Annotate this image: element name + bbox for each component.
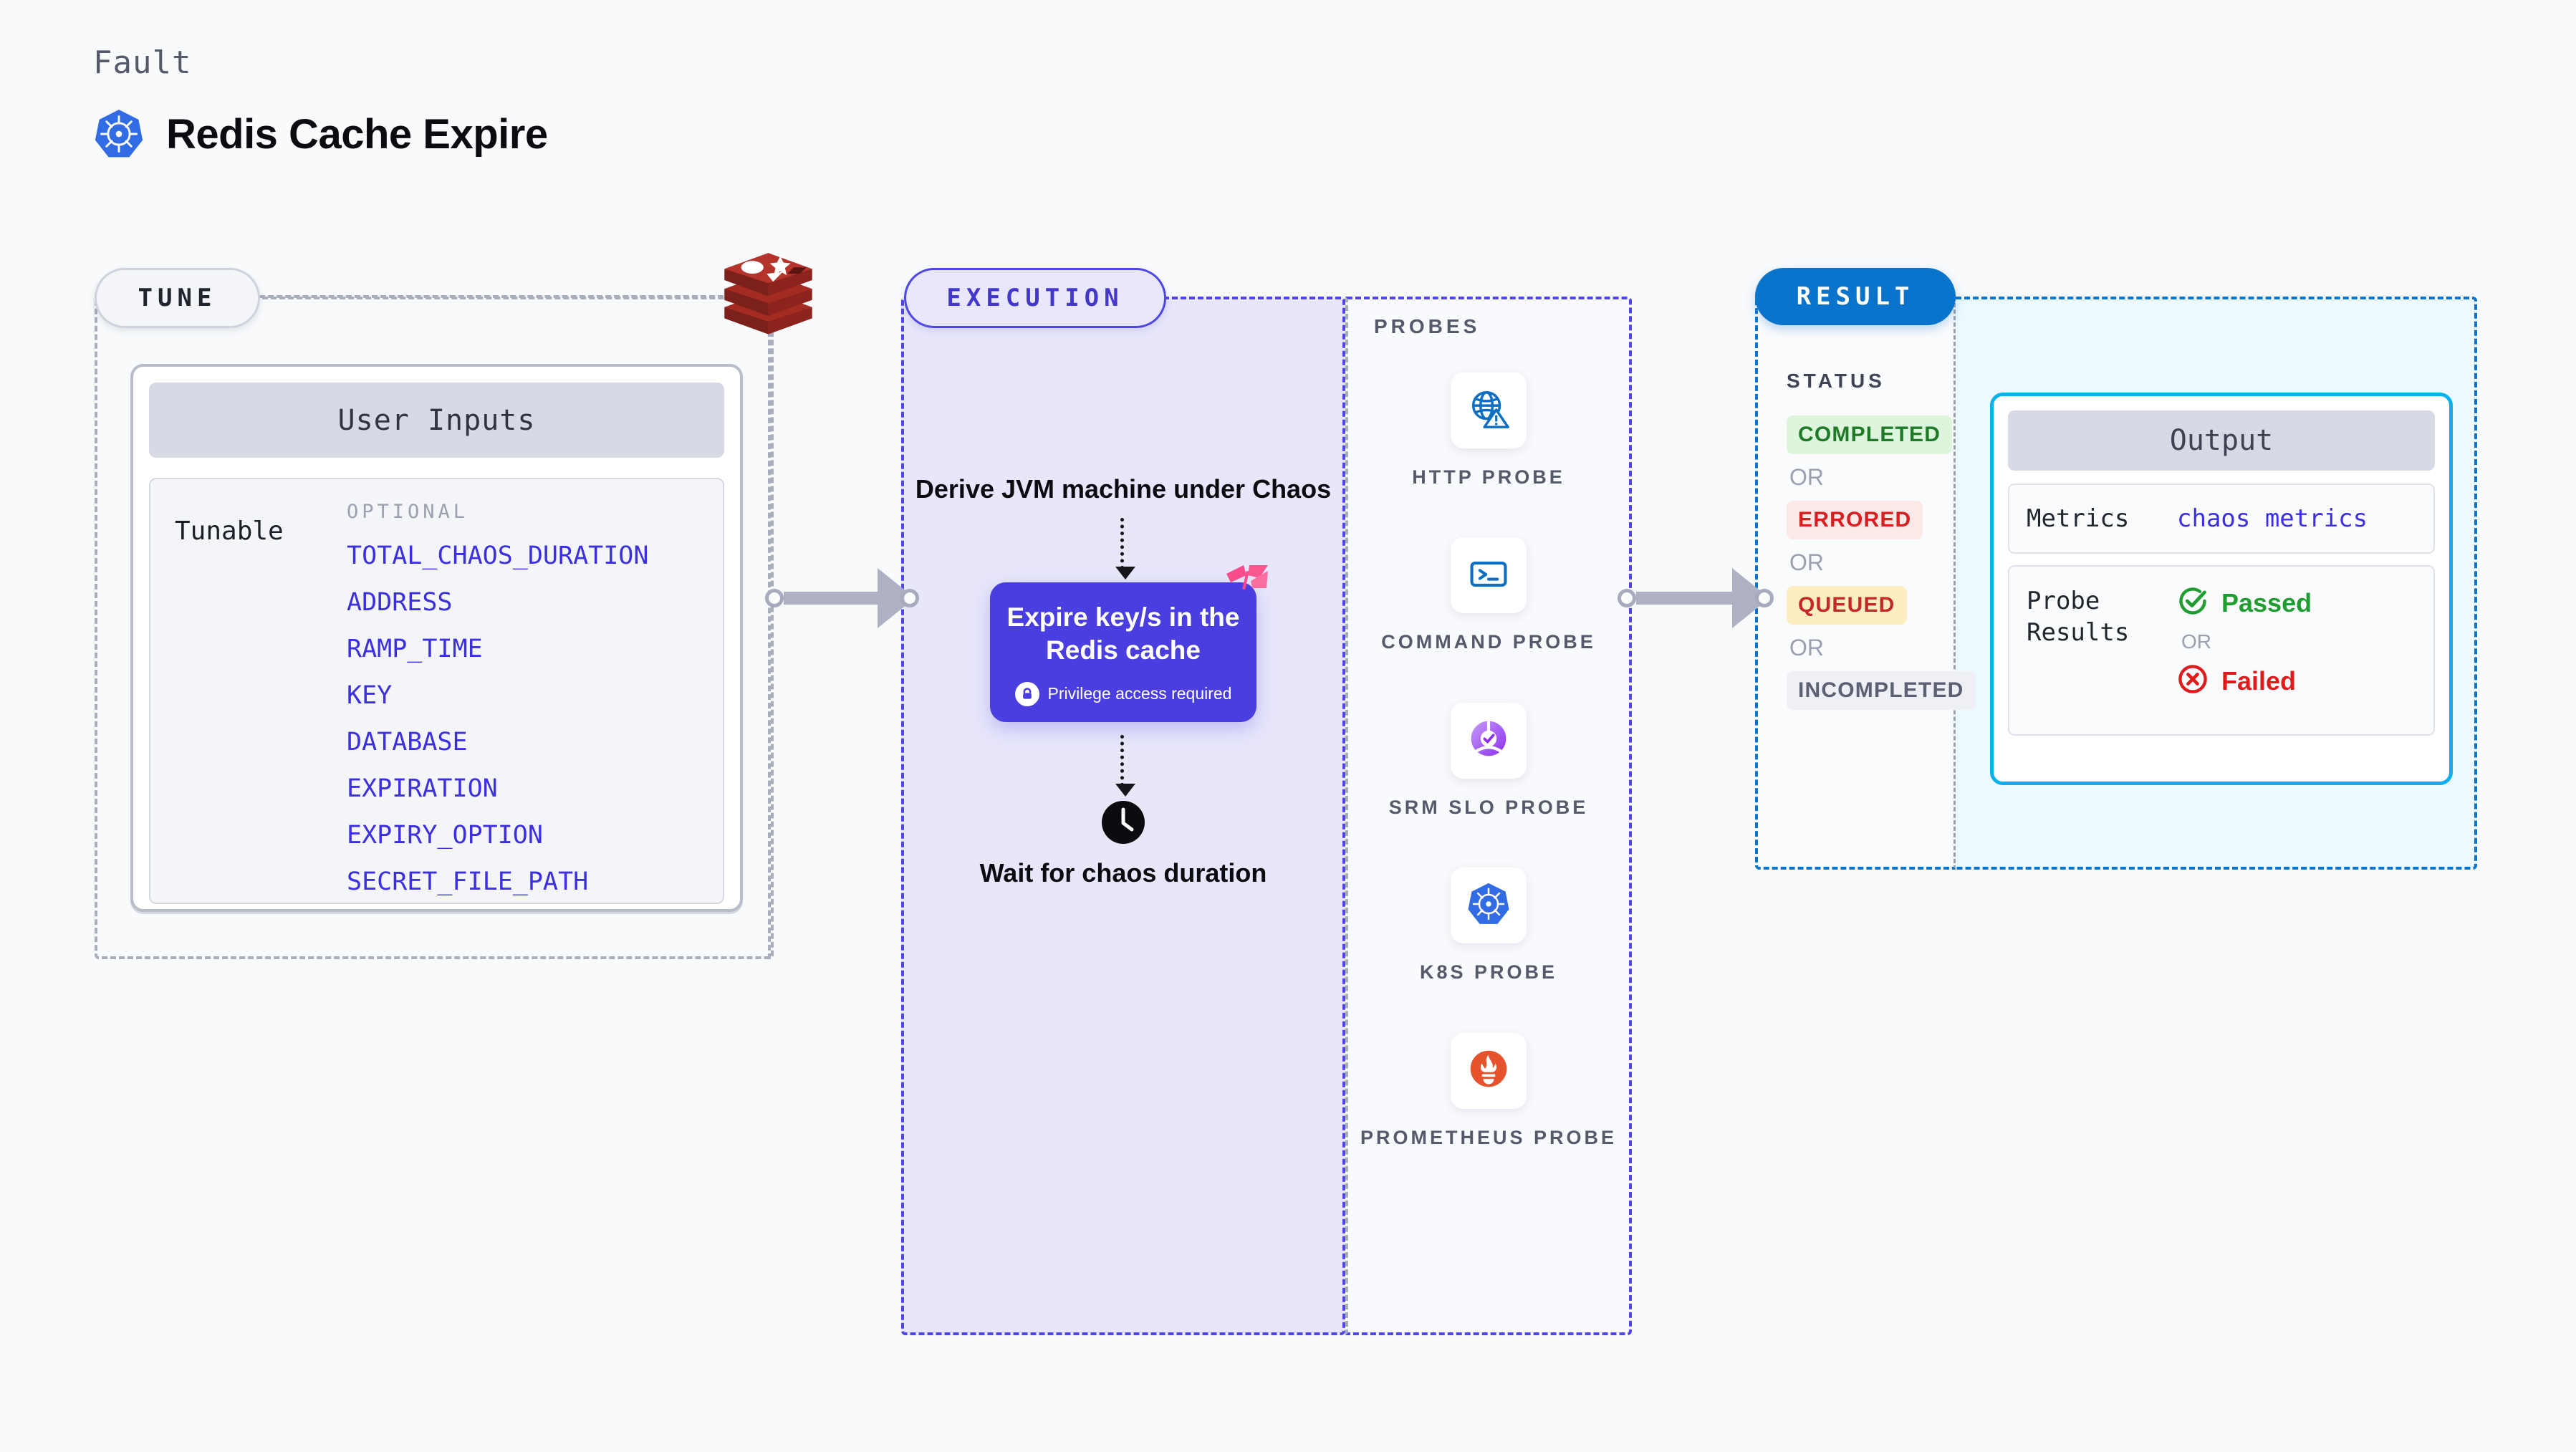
output-header: Output [2008, 410, 2435, 471]
probe-command[interactable]: COMMAND PROBE [1381, 537, 1596, 655]
probes-section-boundary [1345, 297, 1632, 1335]
user-inputs-card: User Inputs Tunable OPTIONAL TOTAL_CHAOS… [130, 364, 743, 912]
execution-card-note: Privilege access required [1047, 684, 1232, 703]
execution-action-card[interactable]: Expire key/s in the Redis cache Privileg… [990, 565, 1268, 722]
optional-params-column: OPTIONAL TOTAL_CHAOS_DURATION ADDRESS RA… [347, 501, 698, 896]
output-card: Output Metrics chaos metrics Probe Resul… [1990, 393, 2453, 785]
probe-label: COMMAND PROBE [1381, 631, 1596, 653]
probe-results-values: Passed OR Failed [2177, 585, 2416, 716]
tunable-label: Tunable [175, 516, 284, 546]
clock-icon [1100, 799, 1146, 845]
optional-label: OPTIONAL [347, 501, 469, 523]
status-badge-errored: ERRORED [1787, 501, 1923, 539]
check-circle-icon [2177, 585, 2209, 620]
metrics-row: Metrics chaos metrics [2008, 484, 2435, 554]
kubernetes-icon [1466, 882, 1511, 930]
param-key[interactable]: KEY [347, 681, 393, 710]
title-row: Redis Cache Expire [93, 108, 548, 160]
flow-connector-arrow-2 [1115, 734, 1135, 797]
probe-tile [1450, 867, 1527, 944]
metrics-label: Metrics [2027, 504, 2130, 533]
terminal-icon [1467, 552, 1510, 599]
status-badge-queued: QUEUED [1787, 586, 1907, 625]
param-secret-file-path[interactable]: SECRET_FILE_PATH [347, 867, 589, 896]
probe-label: SRM SLO PROBE [1388, 796, 1589, 818]
redis-icon [720, 245, 817, 337]
probe-prometheus[interactable]: PROMETHEUS PROBE [1360, 1032, 1618, 1150]
probe-results-row: Probe Results Passed OR [2008, 565, 2435, 736]
probes-title: PROBES [1374, 315, 1481, 337]
page-kicker: Fault [93, 44, 192, 81]
probe-label: K8S PROBE [1419, 961, 1558, 984]
probe-tile [1451, 702, 1527, 779]
execution-step-derive: Derive JVM machine under Chaos [915, 474, 1332, 504]
execution-card-title: Expire key/s in the Redis cache [1006, 602, 1240, 665]
x-circle-icon [2177, 663, 2209, 698]
execution-flow: Derive JVM machine under Chaos Expire ke… [901, 473, 1345, 889]
arrow-end-dot [1755, 589, 1774, 607]
srm-slo-icon [1467, 717, 1510, 764]
tune-to-redis-connector [251, 295, 724, 298]
status-or-3: OR [1789, 635, 1824, 660]
metrics-value[interactable]: chaos metrics [2177, 504, 2368, 533]
status-badge-incompleted: INCOMPLETED [1787, 671, 1976, 710]
tunable-panel: Tunable OPTIONAL TOTAL_CHAOS_DURATION AD… [149, 478, 724, 904]
result-section-pill[interactable]: RESULT [1755, 268, 1956, 325]
status-title: STATUS [1787, 370, 1885, 392]
status-badge-completed: COMPLETED [1787, 415, 1953, 454]
arrow-end-dot [900, 589, 919, 607]
arrow-start-dot [1618, 589, 1636, 607]
probe-result-failed: Failed [2177, 663, 2416, 698]
kubernetes-icon [93, 108, 145, 160]
param-ramp-time[interactable]: RAMP_TIME [347, 635, 483, 663]
probe-k8s[interactable]: K8S PROBE [1420, 867, 1557, 985]
user-inputs-header: User Inputs [149, 383, 724, 458]
execution-section-pill[interactable]: EXECUTION [904, 268, 1166, 328]
globe-warning-icon [1466, 387, 1511, 435]
probe-tile [1451, 537, 1527, 614]
execution-step-wait: Wait for chaos duration [979, 857, 1267, 888]
probe-tile [1450, 1032, 1527, 1109]
param-database[interactable]: DATABASE [347, 728, 468, 756]
probe-tile [1451, 372, 1527, 448]
flow-connector-arrow [1115, 518, 1135, 580]
param-total-chaos-duration[interactable]: TOTAL_CHAOS_DURATION [347, 542, 649, 570]
status-or-1: OR [1789, 464, 1824, 490]
arrow-shaft [1636, 592, 1732, 605]
execution-to-result-arrow [1618, 566, 1774, 630]
param-expiry-option[interactable]: EXPIRY_OPTION [347, 821, 543, 850]
tune-to-execution-arrow [765, 566, 919, 630]
probe-http[interactable]: HTTP PROBE [1412, 372, 1565, 490]
result-section-boundary [1755, 297, 1956, 870]
passed-label: Passed [2221, 587, 2312, 617]
param-address[interactable]: ADDRESS [347, 588, 453, 617]
probe-label: HTTP PROBE [1412, 466, 1565, 488]
probe-result-passed: Passed [2177, 585, 2416, 620]
redis-vertical-connector [768, 297, 771, 959]
probe-result-or: OR [2181, 630, 2211, 653]
execution-card-note-row: Privilege access required [1004, 681, 1242, 706]
probe-srm-slo[interactable]: SRM SLO PROBE [1388, 702, 1589, 820]
probe-results-label: Probe Results [2027, 587, 2130, 648]
page-header: Fault Redis Cache Expire [93, 44, 548, 160]
tune-section-pill[interactable]: TUNE [95, 268, 260, 328]
probes-list: HTTP PROBE COMMAND PROBE [1345, 372, 1632, 1150]
param-expiration[interactable]: EXPIRATION [347, 774, 498, 803]
page-title: Redis Cache Expire [166, 110, 548, 158]
failed-label: Failed [2221, 665, 2297, 696]
status-or-2: OR [1789, 549, 1824, 575]
arrow-start-dot [765, 589, 784, 607]
prometheus-icon [1467, 1047, 1510, 1094]
probe-label: PROMETHEUS PROBE [1360, 1126, 1618, 1148]
arrow-shaft [784, 592, 878, 605]
lock-icon [1014, 681, 1039, 706]
litmus-flag-icon [1225, 564, 1269, 602]
tune-section-boundary [95, 297, 774, 959]
status-list: COMPLETED OR ERRORED OR QUEUED OR INCOMP… [1787, 415, 1976, 710]
